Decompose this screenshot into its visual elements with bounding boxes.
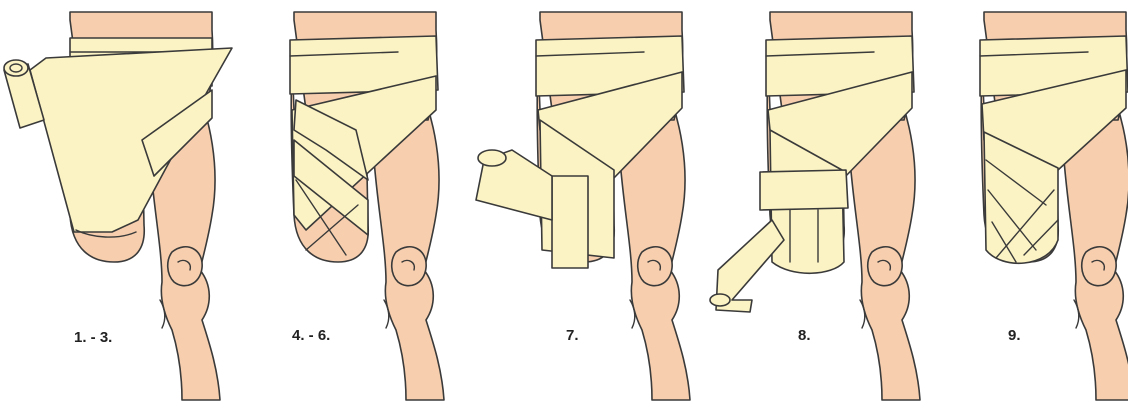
figure-step-8 bbox=[710, 12, 920, 400]
figure-step-9 bbox=[980, 12, 1128, 400]
step-label-7: 7. bbox=[566, 327, 579, 344]
figure-steps-1-3 bbox=[4, 12, 232, 400]
step-label-1-3: 1. - 3. bbox=[74, 329, 112, 346]
step-label-9: 9. bbox=[1008, 327, 1021, 344]
step-label-4-6: 4. - 6. bbox=[292, 327, 330, 344]
step-label-8: 8. bbox=[798, 327, 811, 344]
figure-step-7 bbox=[476, 12, 690, 400]
